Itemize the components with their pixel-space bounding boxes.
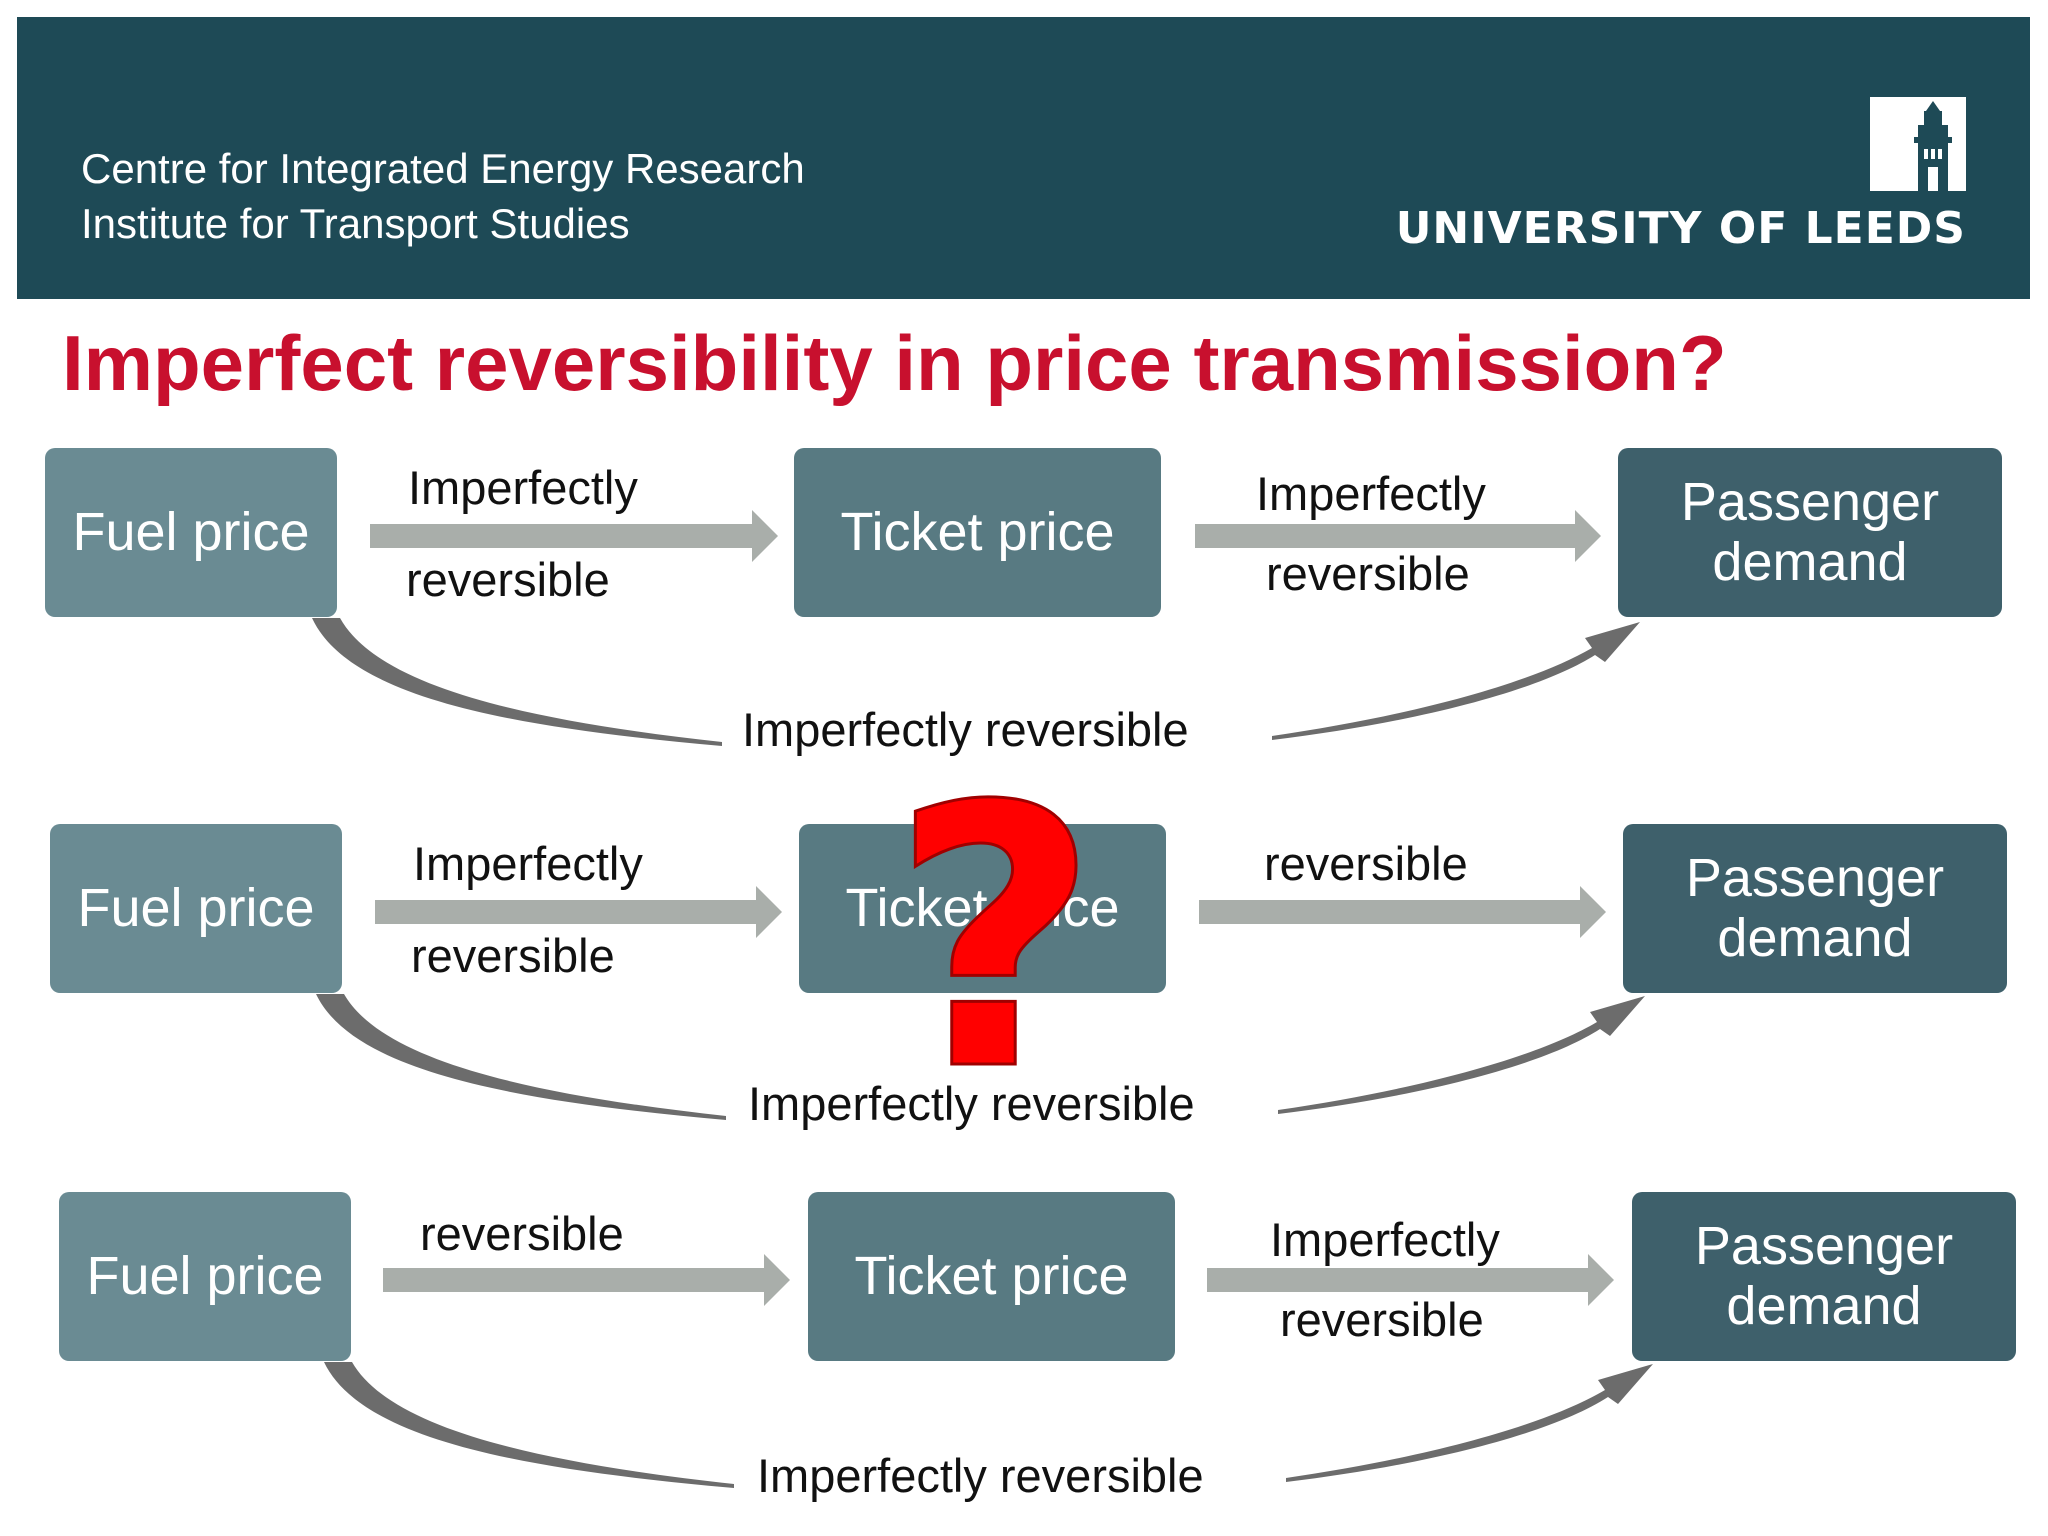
row-1-arrow1-top-label: Imperfectly — [408, 461, 638, 514]
slide-header: Centre for Integrated Energy Research In… — [17, 17, 2030, 299]
row-2-arrow1-top-label: Imperfectly — [413, 837, 643, 890]
university-logo-text: UNIVERSITY OF LEEDS — [1395, 203, 1966, 254]
row-3-passenger-demand-box: Passenger demand — [1632, 1192, 2016, 1361]
row-3-fuel-price-label: Fuel price — [86, 1245, 324, 1306]
row-1-ticket-price-box: Ticket price — [794, 448, 1161, 617]
row-2-fuel-price-box: Fuel price — [50, 824, 342, 993]
row-3-curve-label: Imperfectly reversible — [757, 1449, 1204, 1502]
row-3-arrow1-top-label: reversible — [420, 1207, 624, 1260]
row-2-ticket-price-label: Ticket price — [845, 877, 1120, 938]
row-2-arrow1-bottom-label: reversible — [411, 929, 615, 982]
row-2-curve-label: Imperfectly reversible — [748, 1077, 1195, 1130]
row-1-passenger-demand-box: Passenger demand — [1618, 448, 2002, 617]
row-1-arrow2-top-label: Imperfectly — [1256, 467, 1486, 520]
row-2-ticket-price-box: Ticket price — [799, 824, 1166, 993]
row-3-arrow-ticket-demand — [1207, 1254, 1614, 1306]
row-3-curve-right — [1286, 1364, 1653, 1482]
header-line-2: Institute for Transport Studies — [81, 200, 630, 247]
row-2-fuel-price-label: Fuel price — [77, 877, 315, 938]
question-mark-icon: ? — [889, 730, 1101, 1149]
row-3-arrow-fuel-ticket — [383, 1254, 790, 1306]
row-3-arrows — [324, 1254, 1653, 1488]
header-line-1: Centre for Integrated Energy Research — [81, 145, 805, 192]
row-2-arrows — [316, 886, 1645, 1120]
row-1-arrow-fuel-ticket — [370, 510, 778, 562]
row-2-passenger-demand-box: Passenger demand — [1623, 824, 2007, 993]
row-2-demand-label-2: demand — [1717, 907, 1913, 968]
row-1-ticket-price-label: Ticket price — [840, 501, 1115, 562]
row-1-arrow1-bottom-label: reversible — [406, 553, 610, 606]
row-2-curve-right — [1278, 996, 1645, 1114]
row-3-ticket-price-box: Ticket price — [808, 1192, 1175, 1361]
row-1-arrow2-bottom-label: reversible — [1266, 547, 1470, 600]
row-2-arrow-fuel-ticket — [375, 886, 782, 938]
row-3-curve-left — [324, 1362, 734, 1488]
row-1-curve-left — [312, 618, 722, 746]
row-3-ticket-price-label: Ticket price — [854, 1245, 1129, 1306]
row-2-curve-left — [316, 994, 726, 1120]
row-1-fuel-price-label: Fuel price — [72, 501, 310, 562]
row-3-arrow2-bottom-label: reversible — [1280, 1293, 1484, 1346]
row-1-curve-label: Imperfectly reversible — [742, 703, 1189, 756]
row-1-fuel-price-box: Fuel price — [45, 448, 337, 617]
row-3-fuel-price-box: Fuel price — [59, 1192, 351, 1361]
row-3-arrow2-top-label: Imperfectly — [1270, 1213, 1500, 1266]
row-2-demand-label-1: Passenger — [1685, 848, 1945, 909]
row-2-arrow2-top-label: reversible — [1264, 837, 1468, 890]
row-1-curve-right — [1272, 622, 1640, 740]
row-2-arrow-ticket-demand — [1199, 886, 1606, 938]
slide-title: Imperfect reversibility in price transmi… — [62, 319, 1727, 407]
row-3-demand-label-1: Passenger — [1694, 1216, 1954, 1277]
row-3-demand-label-2: demand — [1726, 1275, 1922, 1336]
row-1-arrow-ticket-demand — [1195, 510, 1601, 562]
row-1-arrows — [312, 510, 1640, 746]
row-1-demand-label-2: demand — [1712, 531, 1908, 592]
university-tower-icon — [1870, 97, 1966, 191]
row-1-demand-label-1: Passenger — [1680, 472, 1940, 533]
